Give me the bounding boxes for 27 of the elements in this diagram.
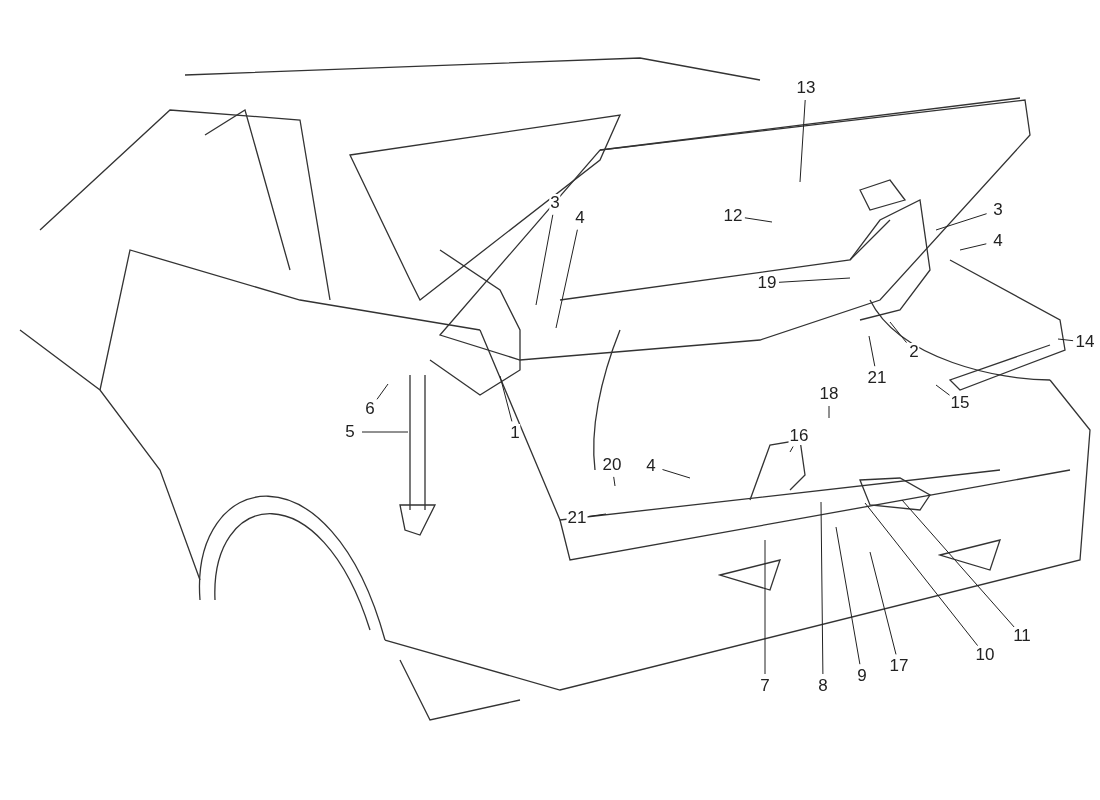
callout-number: 16 xyxy=(788,427,810,445)
leader-line xyxy=(959,243,987,251)
leader-line xyxy=(361,431,409,433)
leader-line xyxy=(535,214,554,306)
leader-line xyxy=(935,384,951,397)
leader-line xyxy=(864,502,979,647)
leader-line xyxy=(376,383,389,400)
leader-line xyxy=(1057,338,1074,342)
leader-line xyxy=(901,499,1015,628)
leader-line xyxy=(868,335,876,367)
leader-line xyxy=(869,551,897,655)
leader-line xyxy=(662,469,691,479)
leader-line xyxy=(889,321,907,344)
leader-line xyxy=(499,375,513,422)
leader-line xyxy=(613,476,616,487)
leader-line xyxy=(588,513,607,517)
leader-line xyxy=(799,99,806,183)
leader-line xyxy=(555,229,578,329)
callout-number: 3 xyxy=(549,194,561,212)
leader-line xyxy=(935,213,988,231)
leader-line xyxy=(764,539,766,675)
leader-line xyxy=(789,446,794,453)
leader-line xyxy=(744,217,773,223)
leader-line xyxy=(828,405,830,419)
leader-line xyxy=(835,526,861,665)
leader-line xyxy=(778,277,851,283)
leader-line xyxy=(820,501,824,675)
